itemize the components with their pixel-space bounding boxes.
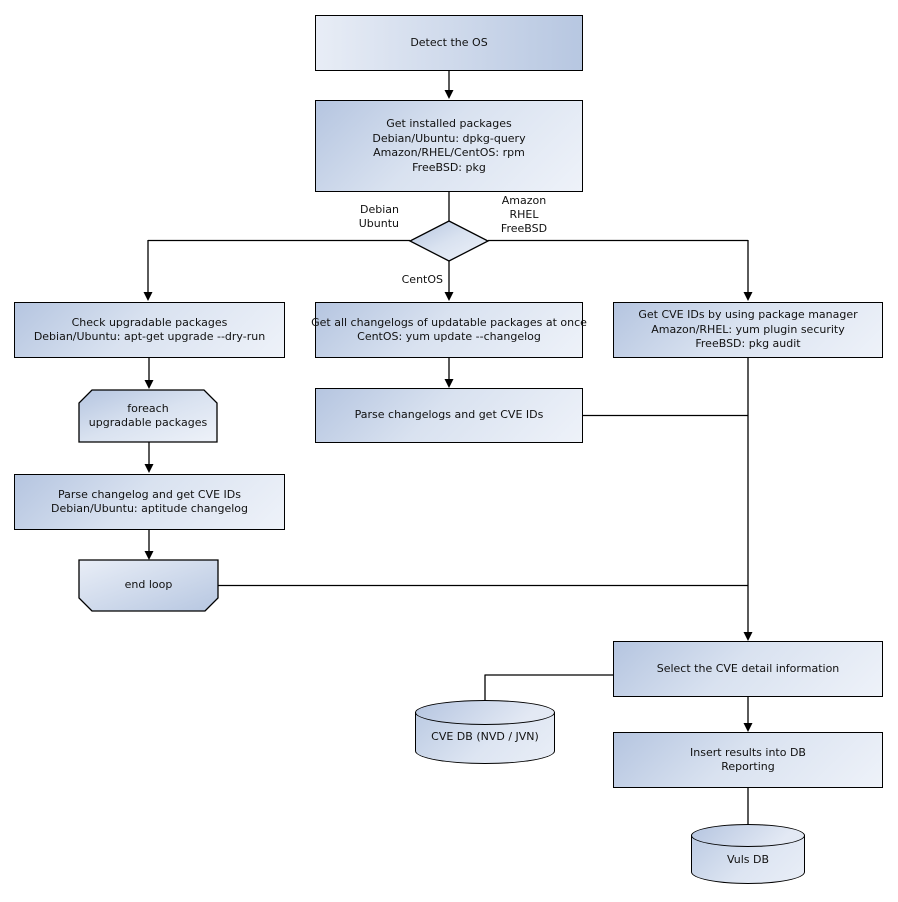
node-insert-results: Insert results into DB Reporting: [613, 732, 883, 788]
node-check-upgradable-packages: Check upgradable packages Debian/Ubuntu:…: [14, 302, 285, 358]
end-loop-shape: [78, 559, 219, 612]
node-line: Get installed packages: [386, 117, 512, 130]
node-line: Get all changelogs of updatable packages…: [311, 315, 587, 329]
node-line: Debian/Ubuntu: apt-get upgrade --dry-run: [33, 330, 266, 343]
edge-label-line: CentOS: [401, 273, 443, 286]
edge-label-debian-ubuntu: Debian Ubuntu: [335, 203, 399, 231]
node-line: Check upgradable packages: [71, 315, 228, 329]
cylinder-top: [415, 700, 555, 725]
node-end-loop-label: end loop: [79, 560, 218, 611]
edge-label-line: RHEL: [509, 208, 539, 221]
cylinder-label: Vuls DB: [726, 853, 770, 866]
arrowhead-select-cve: [743, 632, 753, 641]
node-line: upgradable packages: [88, 416, 208, 429]
node-line: end loop: [124, 578, 173, 592]
node-line: Reporting: [721, 760, 775, 773]
edge-label-amazon-rhel-freebsd: Amazon RHEL FreeBSD: [488, 194, 560, 236]
node-line: Amazon/RHEL: yum plugin security: [651, 322, 845, 336]
node-get-cve-ids-pkg-manager: Get CVE IDs by using package manager Ama…: [613, 302, 883, 358]
node-line: Detect the OS: [410, 35, 488, 49]
arrowhead-check-upgradable: [143, 292, 153, 301]
node-line: Get CVE IDs by using package manager: [638, 308, 858, 322]
node-line: Parse changelogs and get CVE IDs: [354, 408, 544, 422]
arrowhead-insert-results: [743, 723, 753, 732]
arrowhead-parse-changelog: [144, 464, 154, 473]
edge-label-centos: CentOS: [385, 273, 443, 287]
node-line: CentOS: yum update --changelog: [357, 330, 541, 343]
arrowhead-get-cve-ids: [743, 292, 753, 301]
vuls-db-cylinder: Vuls DB: [691, 824, 805, 884]
node-select-cve-detail: Select the CVE detail information: [613, 641, 883, 697]
node-line: Insert results into DB: [690, 745, 806, 759]
arrowhead-get-changelogs: [444, 292, 454, 301]
node-line: Amazon/RHEL/CentOS: rpm: [373, 146, 525, 159]
cylinder-top: [691, 824, 805, 847]
foreach-loop-shape: [78, 389, 218, 443]
edge-label-line: Ubuntu: [358, 217, 399, 230]
node-line: FreeBSD: pkg: [412, 160, 486, 174]
node-line: foreach: [127, 401, 169, 415]
node-detect-os: Detect the OS: [315, 15, 583, 71]
edge-label-line: Amazon: [501, 194, 547, 207]
node-parse-changelogs: Parse changelogs and get CVE IDs: [315, 388, 583, 443]
node-line: Debian/Ubuntu: dpkg-query: [372, 131, 526, 145]
node-foreach-loop-label: foreach upgradable packages: [79, 390, 217, 442]
arrowhead-foreach: [144, 380, 154, 389]
cylinder-label: CVE DB (NVD / JVN): [431, 730, 539, 743]
node-line: Select the CVE detail information: [656, 661, 840, 675]
node-get-all-changelogs: Get all changelogs of updatable packages…: [311, 302, 587, 358]
arrowhead-parse-changelogs: [444, 379, 454, 388]
node-get-installed-packages: Get installed packages Debian/Ubuntu: dp…: [315, 100, 583, 192]
node-parse-changelog: Parse changelog and get CVE IDs Debian/U…: [14, 474, 285, 530]
os-decision-diamond: [408, 220, 490, 262]
node-line: Debian/Ubuntu: aptitude changelog: [50, 502, 249, 515]
node-line: FreeBSD: pkg audit: [695, 337, 801, 351]
arrowhead-installed: [444, 90, 454, 99]
cve-db-cylinder: CVE DB (NVD / JVN): [415, 700, 555, 764]
node-line: Parse changelog and get CVE IDs: [58, 487, 241, 501]
edge-label-line: FreeBSD: [500, 222, 548, 235]
edge-label-line: Debian: [360, 203, 399, 216]
arrowhead-end-loop: [144, 551, 154, 560]
